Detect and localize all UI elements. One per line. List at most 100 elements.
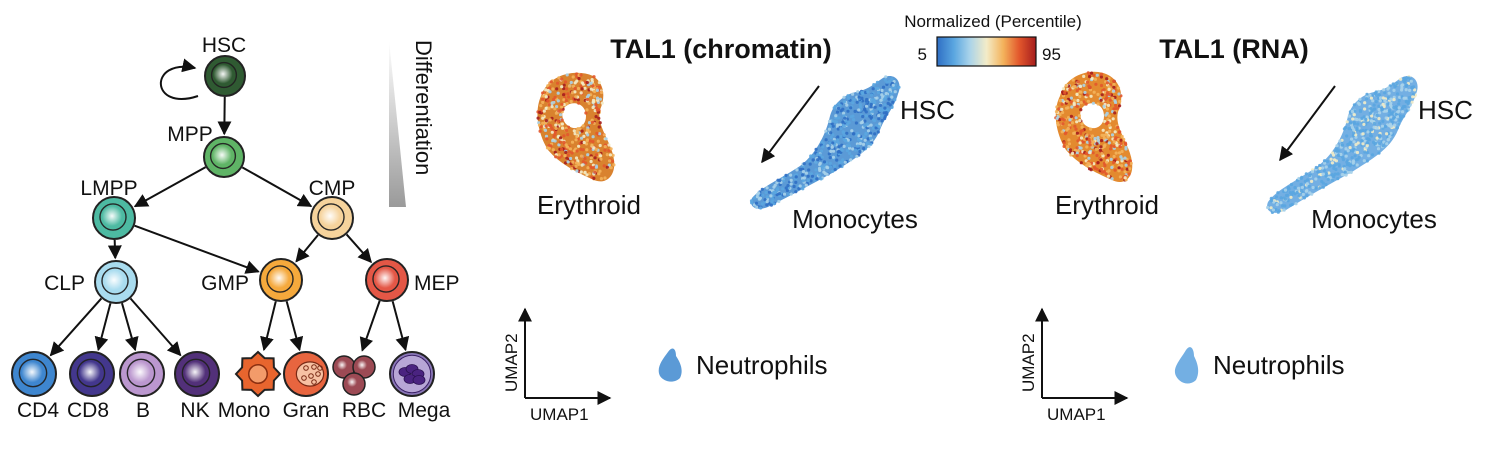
umap-point xyxy=(1279,201,1283,205)
umap-point xyxy=(1102,88,1106,92)
umap-point xyxy=(893,86,897,90)
cell-nk: NK xyxy=(174,351,220,422)
umap-point xyxy=(1351,149,1355,153)
umap-point xyxy=(1104,172,1108,176)
cell-label-b: B xyxy=(136,399,150,422)
umap-point xyxy=(897,85,901,89)
umap-point xyxy=(1357,155,1361,159)
umap-point xyxy=(1389,97,1393,101)
umap-point xyxy=(1294,202,1298,206)
umap-point xyxy=(1099,83,1104,88)
umap-point xyxy=(1324,171,1328,176)
umap-point xyxy=(1113,111,1117,115)
umap-point xyxy=(1129,161,1133,165)
umap-point xyxy=(828,156,832,160)
umap-point xyxy=(764,190,768,195)
umap-point xyxy=(564,161,568,165)
umap-point xyxy=(1356,101,1360,105)
umap-point xyxy=(871,126,876,130)
umap-point xyxy=(1111,117,1115,121)
colorbar: Normalized (Percentile) 5 95 xyxy=(904,12,1082,67)
umap-point xyxy=(559,113,563,117)
umap-point xyxy=(591,135,595,139)
umap-point xyxy=(1090,134,1095,138)
umap-point xyxy=(1289,182,1294,187)
umap-point xyxy=(1075,146,1079,150)
umap-point xyxy=(882,111,886,115)
umap-point xyxy=(814,160,818,164)
umap-point xyxy=(1378,111,1382,115)
umap-point xyxy=(1067,116,1071,120)
umap-point xyxy=(1069,100,1073,104)
cell-label-lmpp: LMPP xyxy=(80,177,137,200)
cell-cd4: CD4 xyxy=(11,351,59,422)
umap-point xyxy=(1293,192,1297,196)
umap-point xyxy=(539,104,543,108)
umap-point xyxy=(1071,151,1075,155)
umap-point xyxy=(592,176,596,180)
umap-point xyxy=(539,125,543,129)
umap-point xyxy=(750,201,754,205)
umap-point xyxy=(781,187,785,191)
umap-point xyxy=(1350,137,1354,141)
umap-point xyxy=(863,119,867,123)
umap-point xyxy=(1102,136,1106,140)
umap-point xyxy=(1127,172,1131,176)
umap-point xyxy=(1363,150,1367,154)
cell-mono: Mono xyxy=(218,350,282,422)
umap-point xyxy=(579,147,583,151)
umap-point xyxy=(1332,164,1336,168)
umap-point xyxy=(842,100,847,104)
umap-point xyxy=(831,133,835,137)
umap-point xyxy=(1377,142,1381,146)
umap-point xyxy=(1078,141,1082,145)
erythroid-points xyxy=(536,72,616,181)
umap-point xyxy=(1365,150,1369,155)
umap-point xyxy=(760,187,764,191)
umap-point xyxy=(1369,96,1373,100)
umap-point xyxy=(833,164,837,168)
umap-point xyxy=(759,206,763,210)
umap-point xyxy=(883,116,887,121)
umap-point xyxy=(828,141,832,145)
umap-point xyxy=(794,180,798,184)
umap-point xyxy=(802,176,807,180)
umap-point xyxy=(1392,88,1396,92)
umap-point xyxy=(552,97,556,102)
umap-point xyxy=(1095,153,1099,158)
umap-point xyxy=(1330,178,1335,182)
umap-point xyxy=(826,166,830,170)
umap-point xyxy=(832,106,836,110)
umap-point xyxy=(544,106,548,110)
umap-point xyxy=(1274,208,1278,212)
umap-point xyxy=(563,80,568,84)
umap-point xyxy=(827,152,831,156)
trajectory-arrow xyxy=(761,85,820,164)
umap-point xyxy=(1377,104,1381,108)
umap-point xyxy=(1366,137,1370,141)
umap-point xyxy=(538,110,542,114)
umap-point xyxy=(1317,175,1321,179)
panel-chromatin: TAL1 (chromatin) HSC Erythroid Monocytes… xyxy=(502,34,955,424)
umap-point xyxy=(1060,107,1064,111)
umap-point xyxy=(1392,105,1396,110)
umap-point xyxy=(1120,164,1124,168)
umap-point xyxy=(1078,84,1082,89)
umap-point xyxy=(827,146,831,150)
differentiation-label: Differentiation xyxy=(411,40,436,175)
umap-point xyxy=(563,154,567,158)
edge-clp-cd8 xyxy=(94,303,112,352)
umap-point xyxy=(575,79,579,83)
umap-point xyxy=(1346,149,1350,153)
umap-axes: UMAP1 UMAP2 xyxy=(1019,307,1129,424)
umap-point xyxy=(599,177,604,181)
umap-point xyxy=(869,105,873,109)
umap-point xyxy=(584,161,588,165)
umap-point xyxy=(860,90,864,95)
umap-point xyxy=(1344,173,1348,177)
umap-point xyxy=(828,161,832,165)
umap-point xyxy=(604,137,608,141)
umap-point xyxy=(1102,104,1106,108)
umap-point xyxy=(1074,116,1078,120)
